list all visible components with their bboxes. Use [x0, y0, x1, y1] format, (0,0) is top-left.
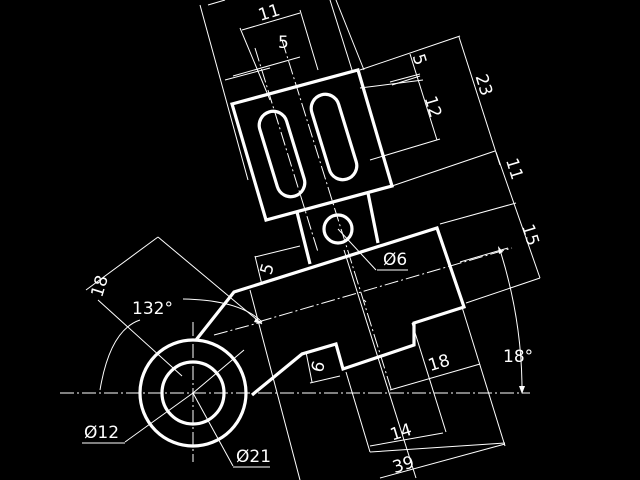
- center-lines: [60, 39, 530, 462]
- arm-outline: [194, 226, 467, 397]
- part-outline: [138, 68, 467, 448]
- dim-overall-length: 39: [390, 453, 417, 478]
- dim-boss-large: Ø21: [236, 447, 271, 467]
- dim-hole: Ø6: [383, 250, 407, 270]
- dim-slot-offset: 5: [408, 52, 430, 68]
- hole-6: [322, 213, 354, 245]
- dim-boss-small: Ø12: [84, 423, 119, 443]
- dimension-lines: [82, 0, 541, 480]
- dim-angle-tilt: 18°: [503, 347, 533, 367]
- dim-block-height: 23: [471, 72, 496, 99]
- dim-arm-offset: 18: [88, 273, 113, 300]
- dim-slot-length: 12: [420, 94, 445, 121]
- arm-centerline-ext: [213, 321, 263, 336]
- dim-notch-width: 14: [388, 420, 415, 445]
- arm-centerline: [257, 247, 513, 323]
- dim-arm-height: 15: [517, 222, 542, 249]
- slot-right: [309, 92, 359, 182]
- dim-lower-offset: 18: [426, 351, 453, 376]
- dim-top-outer: 11: [256, 0, 283, 25]
- boss-inner-circle: [160, 360, 226, 426]
- neck-left-edge: [295, 211, 312, 265]
- slot-left-centerline: [254, 47, 319, 253]
- boss-outer-circle: [138, 338, 248, 448]
- dim-angle-arm: 132°: [132, 299, 173, 319]
- neck-right-edge: [366, 192, 380, 244]
- slot-left: [257, 109, 307, 199]
- dimension-labels: 11 5 5 12 23 11 15 5 Ø6 18 132° 18° 18 6…: [84, 0, 543, 478]
- dim-notch-depth: 6: [308, 359, 330, 375]
- dim-top-inner: 5: [278, 33, 289, 53]
